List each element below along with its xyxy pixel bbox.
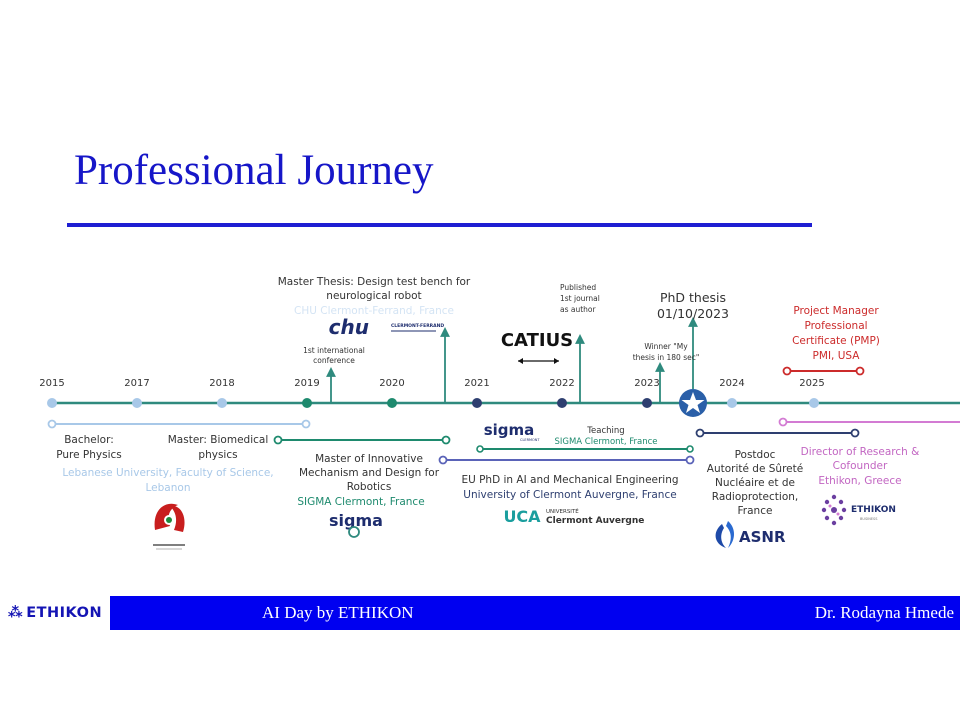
year-2025: 2025 <box>799 378 824 389</box>
svg-text:BUSINESS: BUSINESS <box>860 517 878 521</box>
svg-text:Clermont Auvergne: Clermont Auvergne <box>546 516 644 526</box>
slide-title: Professional Journey <box>74 147 434 194</box>
svg-text:sigma: sigma <box>329 511 383 530</box>
winner-line1: Winner "My <box>644 342 688 351</box>
director-line2: Cofounder <box>833 460 888 472</box>
dot-2022 <box>557 398 567 408</box>
dot-2025 <box>809 398 819 408</box>
master-thesis-place: CHU Clermont-Ferrand, France <box>294 305 454 317</box>
director-line3: Ethikon, Greece <box>818 475 901 487</box>
bachelor-place-line1: Lebanese University, Faculty of Science, <box>62 467 273 479</box>
journal-line3: as author <box>560 305 597 314</box>
dot-2015 <box>47 398 57 408</box>
svg-text:UCA: UCA <box>503 507 541 526</box>
journal-line2: 1st journal <box>560 294 600 303</box>
postdoc-line2: Autorité de Sûreté <box>707 463 803 475</box>
postdoc-line1: Postdoc <box>735 449 776 461</box>
svg-text:CLERMONT-FERRAND: CLERMONT-FERRAND <box>391 323 444 329</box>
sigma-logo-middle: sigma CLERMONT <box>484 421 541 442</box>
bachelor-line2: Pure Physics <box>56 449 122 461</box>
master-bio-line2: physics <box>198 449 237 461</box>
year-2018: 2018 <box>209 378 234 389</box>
star-icon <box>681 392 705 413</box>
pmp-line4: PMI, USA <box>813 350 861 362</box>
bachelor-line1: Bachelor: <box>64 434 114 446</box>
bachelor-place-line2: Lebanon <box>146 482 191 494</box>
year-2023: 2023 <box>634 378 659 389</box>
ethikon-icon: ⁂ <box>7 605 24 621</box>
svg-text:ASNR: ASNR <box>739 528 786 546</box>
conference-line2: conference <box>313 356 355 365</box>
svg-text:CLERMONT: CLERMONT <box>520 438 540 442</box>
ethikon-logo: ETHIKON BUSINESS <box>821 494 896 526</box>
year-2017: 2017 <box>124 378 149 389</box>
svg-text:chu: chu <box>329 315 369 339</box>
phd-line2: University of Clermont Auvergne, France <box>463 489 676 501</box>
postdoc-line5: France <box>738 505 773 517</box>
timeline-graphic: 2015 2017 2018 2019 2020 2021 2022 2023 … <box>39 276 960 550</box>
uca-logo: UCA UNIVERSITÉ Clermont Auvergne <box>503 507 644 526</box>
year-2024: 2024 <box>719 378 744 389</box>
year-2021: 2021 <box>464 378 489 389</box>
catius-logo: CATIUS <box>501 330 573 364</box>
year-2015: 2015 <box>39 378 64 389</box>
sigma-logo-bottom: sigma <box>329 511 383 538</box>
svg-text:CATIUS: CATIUS <box>501 330 573 351</box>
pmp-line2: Professional <box>804 320 867 332</box>
pmp-line1: Project Manager <box>793 305 879 317</box>
winner-line2: thesis in 180 sec" <box>633 353 700 362</box>
conference-line1: 1st international <box>303 346 365 355</box>
phd-line1: EU PhD in AI and Mechanical Engineering <box>461 474 678 486</box>
footer: ⁂ ETHIKON AI Day by ETHIKON Dr. Rodayna … <box>0 596 960 630</box>
teaching-line2: SIGMA Clermont, France <box>554 437 657 447</box>
master-bio-line1: Master: Biomedical <box>168 434 269 446</box>
svg-text:ETHIKON: ETHIKON <box>851 505 896 515</box>
year-2019: 2019 <box>294 378 319 389</box>
asnr-logo: ASNR <box>715 521 786 548</box>
director-line1: Director of Research & <box>801 446 920 458</box>
dot-2021 <box>472 398 482 408</box>
phd-thesis-line2: 01/10/2023 <box>657 306 729 321</box>
dot-2019 <box>302 398 312 408</box>
svg-text:UNIVERSITÉ: UNIVERSITÉ <box>546 507 579 515</box>
dot-2018 <box>217 398 227 408</box>
footer-event-title: AI Day by ETHIKON <box>262 603 414 622</box>
chu-logo: chu CLERMONT-FERRAND <box>329 315 445 339</box>
postdoc-line4: Radioprotection, <box>712 491 798 503</box>
postdoc-line3: Nucléaire et de <box>715 477 795 489</box>
footer-author: Dr. Rodayna Hmede <box>814 603 954 622</box>
year-2022: 2022 <box>549 378 574 389</box>
year-2020: 2020 <box>379 378 404 389</box>
dot-2024 <box>727 398 737 408</box>
dot-2017 <box>132 398 142 408</box>
master-innov-line2: Mechanism and Design for <box>299 467 440 479</box>
master-innov-line1: Master of Innovative <box>315 453 423 465</box>
master-innov-place: SIGMA Clermont, France <box>297 496 424 508</box>
lebanese-university-logo <box>150 500 188 550</box>
footer-bar <box>110 596 960 630</box>
master-thesis-line2: neurological robot <box>326 290 421 302</box>
svg-text:sigma: sigma <box>484 421 535 439</box>
footer-logo-text: ETHIKON <box>26 605 103 621</box>
dot-2023 <box>642 398 652 408</box>
title-underline <box>67 223 812 227</box>
phd-thesis-line1: PhD thesis <box>660 290 726 305</box>
teaching-line1: Teaching <box>586 426 624 436</box>
footer-logo: ⁂ ETHIKON <box>0 596 110 630</box>
master-thesis-line1: Master Thesis: Design test bench for <box>278 276 471 288</box>
master-innov-line3: Robotics <box>347 481 392 493</box>
journal-line1: Published <box>560 283 596 292</box>
pmp-line3: Certificate (PMP) <box>792 335 880 347</box>
dot-2020 <box>387 398 397 408</box>
